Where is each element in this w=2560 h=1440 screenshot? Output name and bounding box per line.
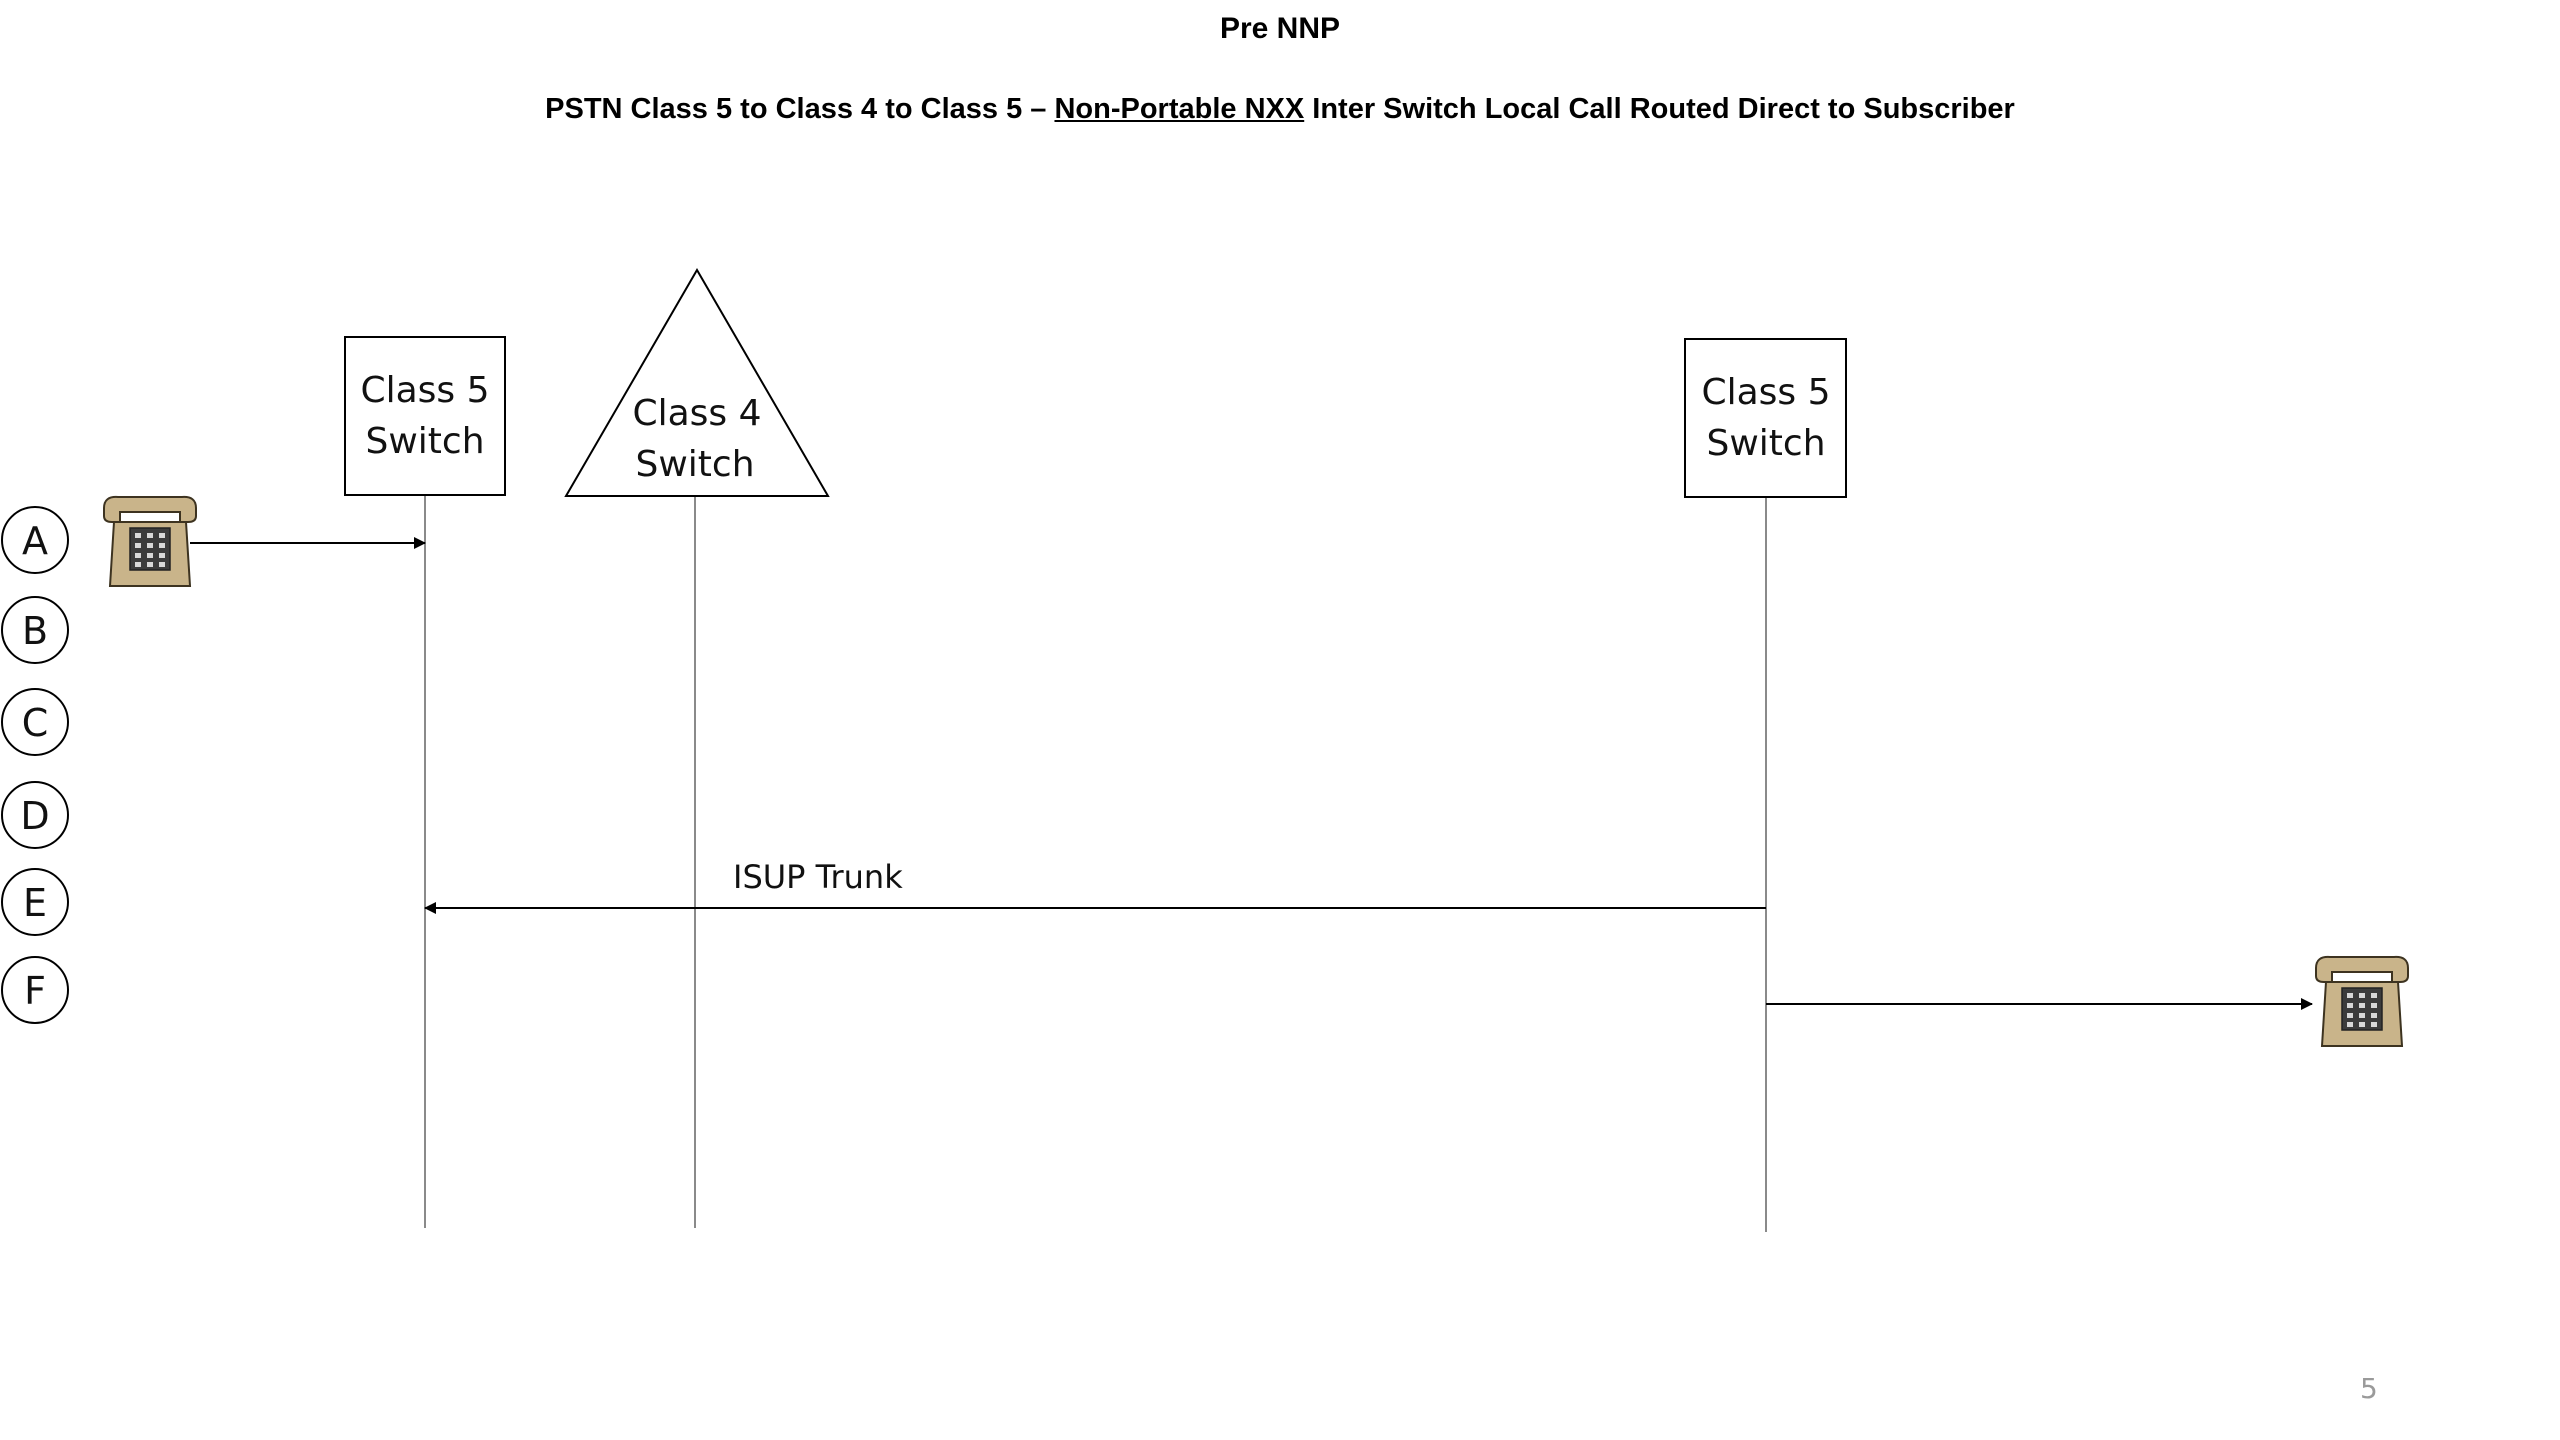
subtitle-prefix: PSTN Class 5 to Class 4 to Class 5 – <box>545 93 1055 125</box>
step-label-b: B <box>22 609 48 653</box>
step-marker-b: B <box>1 596 69 664</box>
page-title: Pre NNP <box>1219 12 1341 45</box>
terminating-switch-label-line1: Class 5 <box>1701 372 1830 413</box>
origin-class5-switch: Class 5 Switch <box>344 336 506 496</box>
page-subtitle: PSTN Class 5 to Class 4 to Class 5 – Non… <box>0 93 2560 126</box>
isup-trunk-label: ISUP Trunk <box>733 858 903 896</box>
tandem-class4-switch: Class 4 Switch <box>564 268 830 497</box>
origin-switch-label-line1: Class 5 <box>360 370 489 411</box>
step-label-e: E <box>23 881 47 925</box>
subtitle-suffix: Inter Switch Local Call Routed Direct to… <box>1304 93 2015 125</box>
tandem-switch-label-line1: Class 4 <box>632 393 761 434</box>
subtitle-underlined: Non-Portable NXX <box>1054 93 1305 125</box>
origin-switch-label-line2: Switch <box>365 421 484 462</box>
step-marker-d: D <box>1 781 69 849</box>
step-label-c: C <box>22 701 49 745</box>
tandem-switch-label-line2: Switch <box>635 444 754 485</box>
step-marker-c: C <box>1 688 69 756</box>
terminating-switch-label-line2: Switch <box>1706 423 1825 464</box>
step-label-d: D <box>20 794 49 838</box>
calling-telephone-icon <box>103 495 197 587</box>
step-label-a: A <box>22 519 48 563</box>
step-marker-e: E <box>1 868 69 936</box>
step-label-f: F <box>24 969 46 1013</box>
step-markers: A B C D E F <box>1 506 69 1024</box>
page-number: 5 <box>2360 1372 2378 1405</box>
step-marker-a: A <box>1 506 69 574</box>
step-marker-f: F <box>1 956 69 1024</box>
called-telephone-icon <box>2315 955 2409 1047</box>
terminating-class5-switch: Class 5 Switch <box>1684 338 1847 498</box>
